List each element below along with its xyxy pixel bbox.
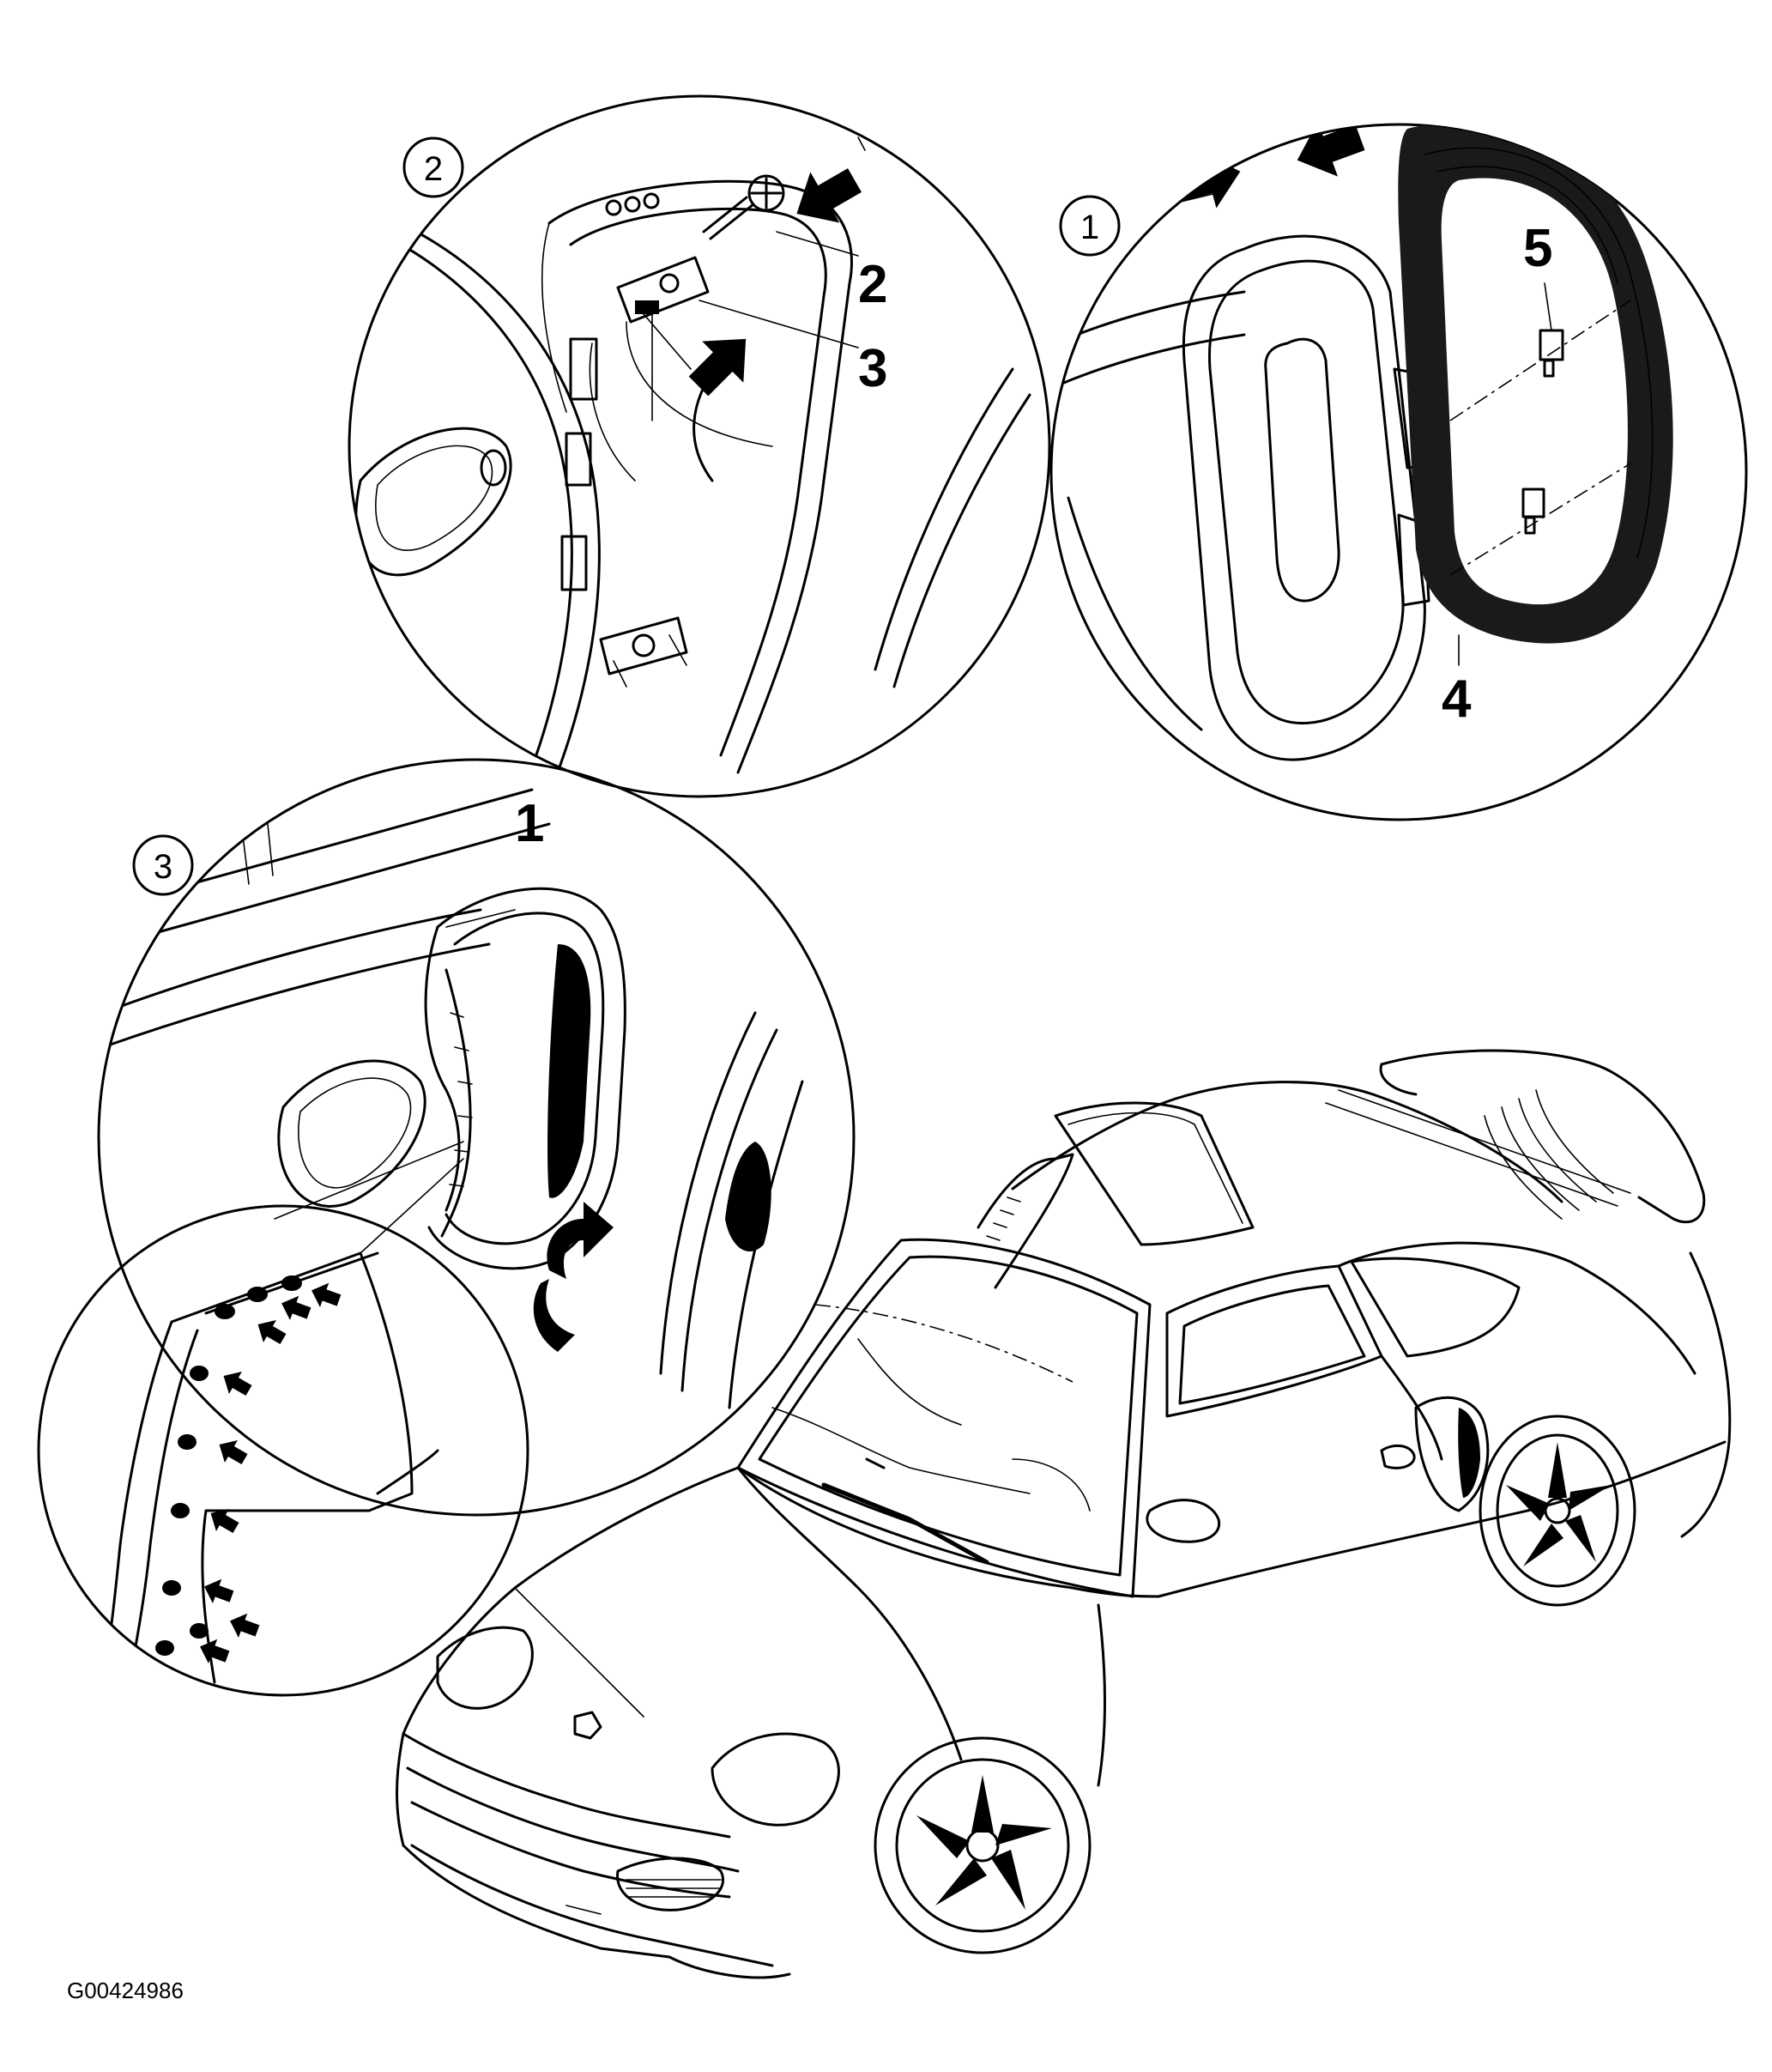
detail-4-magnifier bbox=[37, 1204, 529, 1697]
detail-3-circle bbox=[97, 758, 856, 1517]
graphic-code: G00424986 bbox=[67, 1978, 184, 2003]
detail-1-circle bbox=[1049, 123, 1748, 821]
step-badge-2: 2 bbox=[402, 136, 464, 198]
car-illustration bbox=[396, 1049, 1732, 1979]
step-number-3: 3 bbox=[154, 848, 172, 886]
step-number-1: 1 bbox=[1080, 209, 1099, 246]
step-badge-1: 1 bbox=[1059, 195, 1121, 257]
callout-label-2: 2 bbox=[858, 255, 887, 314]
callout-label-4: 4 bbox=[1442, 669, 1472, 729]
callout-label-3: 3 bbox=[858, 339, 887, 398]
callout-label-1: 1 bbox=[515, 794, 544, 853]
step-badge-3: 3 bbox=[132, 834, 194, 896]
detail-2-circle bbox=[348, 94, 1051, 798]
step-number-2: 2 bbox=[424, 150, 443, 188]
callout-label-5: 5 bbox=[1523, 219, 1552, 278]
